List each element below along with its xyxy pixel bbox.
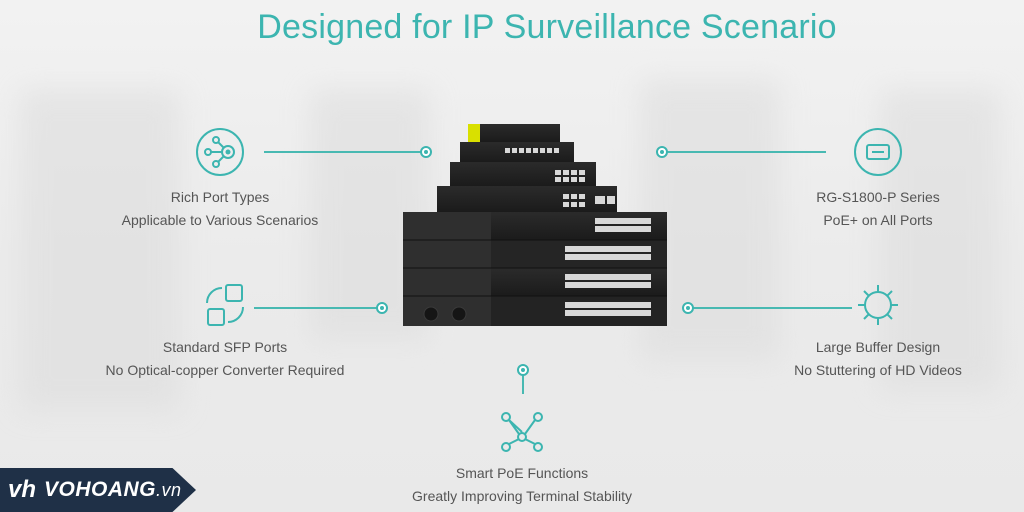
connector-line — [522, 370, 524, 394]
connector-dot — [376, 302, 388, 314]
feature-poe-all-ports: RG-S1800-P Series PoE+ on All Ports — [758, 126, 998, 232]
logo-suffix: .vn — [156, 480, 182, 500]
connector-line — [264, 151, 426, 153]
connector-dot — [517, 364, 529, 376]
connector-dot — [420, 146, 432, 158]
connector-line — [692, 307, 852, 309]
connector-dot — [682, 302, 694, 314]
feature-rich-port-types: Rich Port Types Applicable to Various Sc… — [100, 126, 340, 232]
feature-subtitle: Applicable to Various Scenarios — [121, 212, 319, 228]
connector-line — [254, 307, 384, 309]
feature-subtitle: No Stuttering of HD Videos — [794, 362, 962, 378]
feature-title: Large Buffer Design — [815, 339, 941, 355]
page-title: Designed for IP Surveillance Scenario — [257, 8, 837, 46]
sfp-port-icon — [206, 284, 244, 326]
feature-sfp-ports: Standard SFP Ports No Optical-copper Con… — [80, 282, 370, 382]
network-topology-icon — [501, 412, 543, 452]
feature-title: RG-S1800-P Series — [816, 189, 940, 205]
feature-subtitle: Greatly Improving Terminal Stability — [412, 488, 632, 504]
feature-smart-poe: Smart PoE Functions Greatly Improving Te… — [390, 410, 654, 508]
switch-stack-image — [403, 124, 667, 326]
logo-brand-text: VOHOANG — [44, 478, 157, 501]
feature-subtitle: PoE+ on All Ports — [823, 212, 933, 228]
logo-mark: vh — [8, 476, 37, 503]
port-network-icon — [196, 128, 244, 176]
buffer-chip-icon — [858, 285, 898, 325]
connector-dot — [656, 146, 668, 158]
logo-brand: VOHOANG.vn — [44, 478, 182, 502]
feature-title: Smart PoE Functions — [455, 465, 589, 481]
feature-title: Standard SFP Ports — [162, 339, 288, 355]
feature-large-buffer: Large Buffer Design No Stuttering of HD … — [758, 282, 998, 382]
connector-line — [666, 151, 826, 153]
vohoang-logo: vh VOHOANG.vn — [0, 468, 196, 512]
feature-subtitle: No Optical-copper Converter Required — [105, 362, 345, 378]
feature-title: Rich Port Types — [170, 189, 270, 205]
poe-port-icon — [854, 128, 902, 176]
